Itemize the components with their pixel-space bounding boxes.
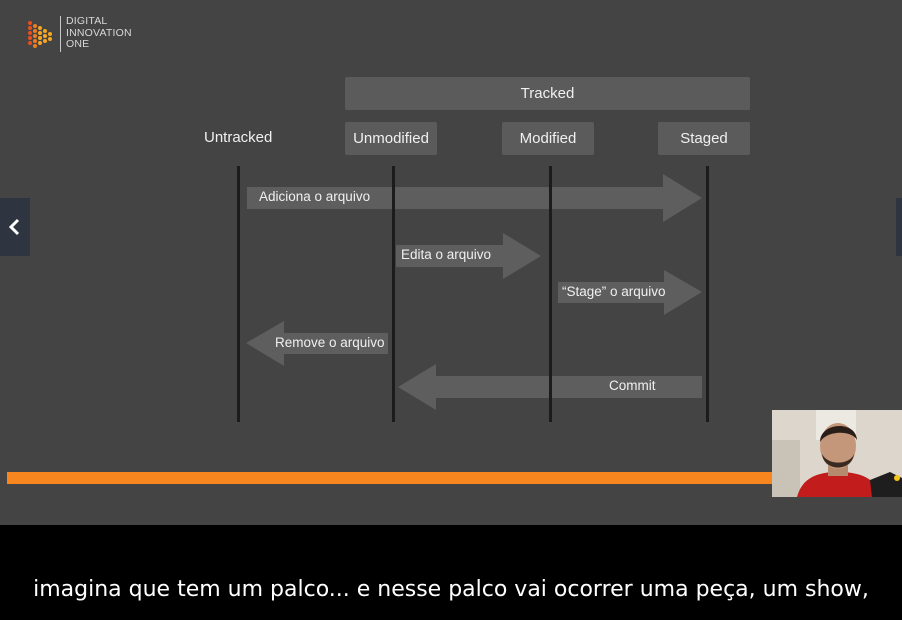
action-commit-label: Commit	[609, 378, 656, 393]
subtitle-bar: imagina que tem um palco... e nesse palc…	[0, 525, 902, 620]
stage-arrow-shape	[558, 270, 702, 315]
action-remove-label: Remove o arquivo	[275, 335, 385, 350]
state-modified: Modified	[502, 122, 594, 155]
logo-line-2: INNOVATION	[66, 26, 132, 39]
unmodified-lifeline	[392, 166, 395, 422]
add-arrow-shape	[247, 174, 702, 222]
tracked-header: Tracked	[345, 77, 750, 110]
edit-arrow-shape	[396, 233, 541, 279]
logo-play-icon	[28, 21, 52, 48]
action-stage-label: “Stage” o arquivo	[562, 284, 666, 299]
state-unmodified: Unmodified	[345, 122, 437, 155]
action-add-label: Adiciona o arquivo	[259, 189, 371, 204]
logo-line-3: ONE	[66, 38, 90, 50]
untracked-lifeline	[237, 166, 240, 422]
state-untracked: Untracked	[204, 129, 273, 146]
subtitle-text: imagina que tem um palco... e nesse palc…	[33, 577, 869, 602]
logo-divider	[60, 16, 61, 52]
action-edit-label: Edita o arquivo	[401, 247, 492, 262]
remove-arrow-shape	[246, 321, 388, 366]
chevron-left-icon	[8, 218, 20, 236]
next-slide-button[interactable]	[896, 198, 902, 256]
digital-innovation-one-logo: DIGITAL INNOVATION ONE	[27, 15, 147, 56]
logo-line-1: DIGITAL	[66, 15, 108, 27]
orange-progress-bar	[7, 472, 782, 484]
webcam-presenter	[772, 410, 902, 497]
staged-lifeline	[706, 166, 709, 422]
logo-text: DIGITAL INNOVATION ONE	[66, 15, 132, 51]
previous-slide-button[interactable]	[0, 198, 30, 256]
video-slide: DIGITAL INNOVATION ONE Tracked Untracked…	[0, 0, 902, 525]
presenter-image	[772, 410, 902, 497]
modified-lifeline	[549, 166, 552, 422]
state-staged: Staged	[658, 122, 750, 155]
